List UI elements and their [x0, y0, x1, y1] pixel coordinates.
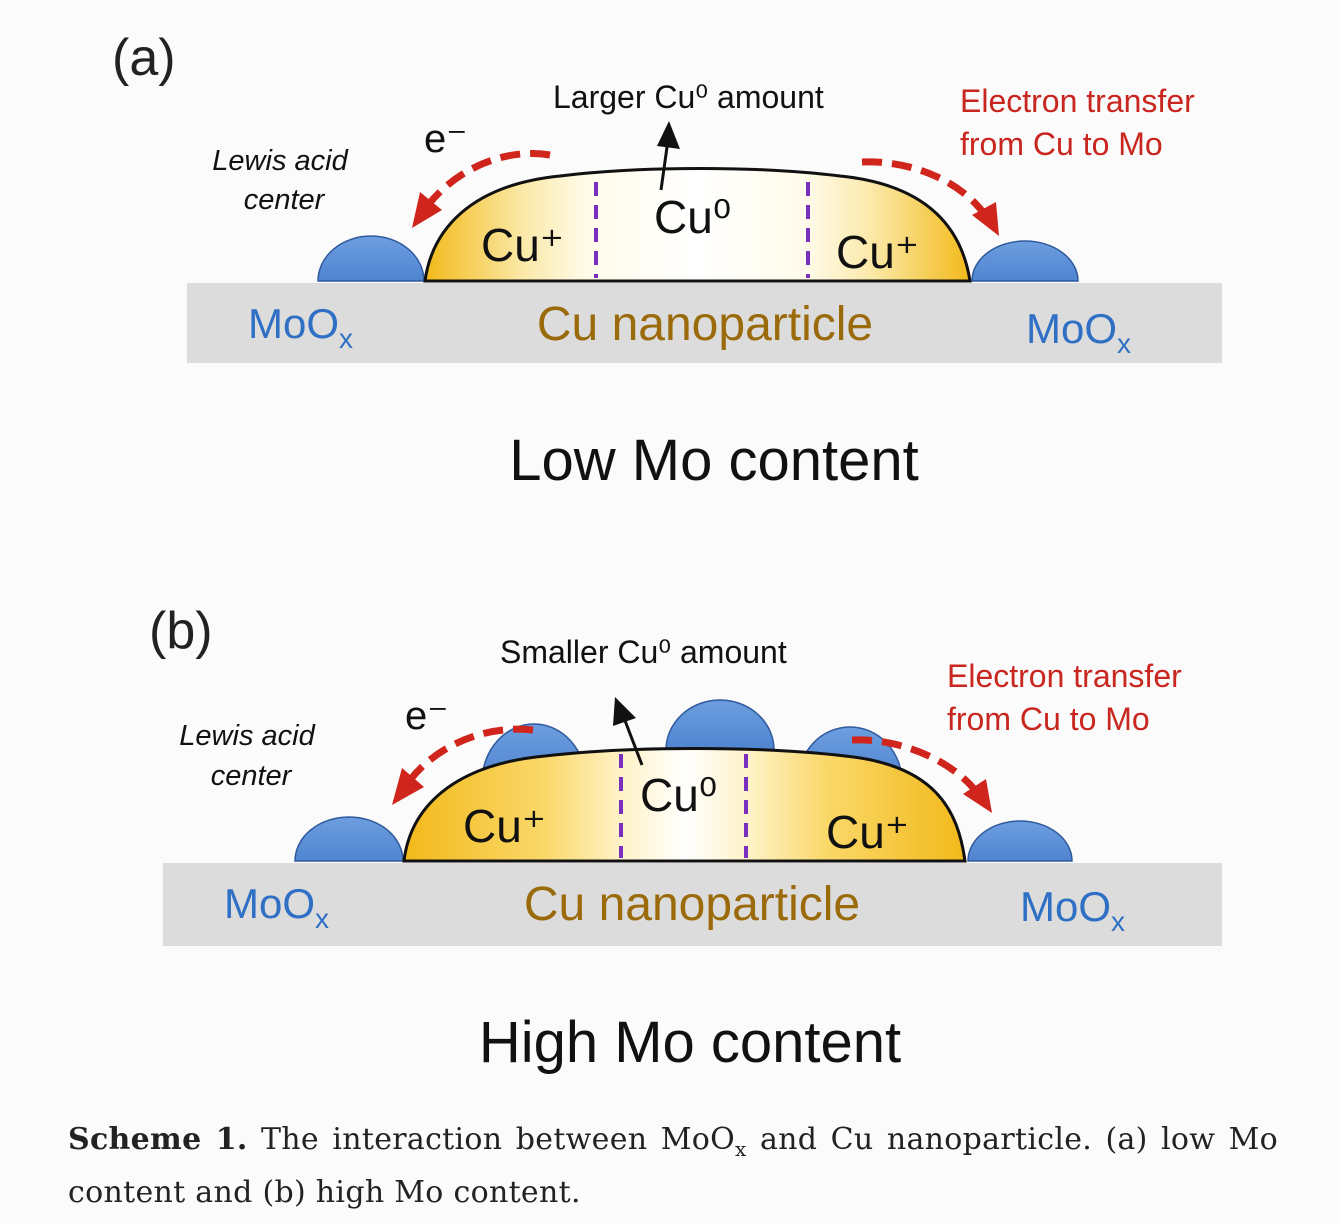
- electron-arrow-a-left: [425, 149, 551, 208]
- lewis-label-b-1: Lewis acid: [179, 720, 315, 752]
- cu-dome-a: [423, 167, 972, 283]
- electron-arrow-b-left-head: [392, 768, 424, 805]
- moox-label-b-right: MoOx: [1020, 883, 1125, 937]
- lewis-label-b-2: center: [211, 760, 293, 792]
- transfer-label-a-1: Electron transfer: [960, 83, 1195, 119]
- content-label-b: High Mo content: [479, 1010, 901, 1075]
- support-bar-a: [187, 283, 1222, 363]
- electron-arrow-b-left: [407, 725, 534, 783]
- cu-plus-label-a-right: Cu⁺: [836, 226, 919, 278]
- content-label-a: Low Mo content: [509, 428, 918, 493]
- electron-label-a: e⁻: [424, 117, 467, 161]
- caption-text-2: and Cu nanoparticle. (a) low Mo content …: [68, 1122, 1278, 1210]
- panel-a-label: (a): [112, 29, 176, 87]
- up-arrow-b: [622, 717, 644, 766]
- up-arrow-a: [659, 139, 670, 191]
- moox-label-b-left: MoOx: [224, 880, 329, 934]
- cu-dome-b: [402, 747, 967, 863]
- moox-label-a-left: MoOx: [248, 300, 353, 354]
- transfer-label-b-1: Electron transfer: [947, 658, 1182, 694]
- figure-caption: Scheme 1. The interaction between MoOx a…: [68, 1118, 1278, 1215]
- cu-zero-label-b: Cu⁰: [640, 769, 717, 821]
- moox-particle-b-right: [967, 820, 1073, 862]
- support-label-b: Cu nanoparticle: [524, 878, 860, 931]
- electron-arrow-b-right: [851, 736, 978, 793]
- panel-b-label: (b): [149, 602, 213, 660]
- up-arrow-a-head: [657, 121, 680, 149]
- caption-text-1: The interaction between MoO: [247, 1122, 736, 1157]
- moox-particle-b-left: [294, 816, 404, 862]
- cu-plus-label-b-right: Cu⁺: [826, 806, 909, 858]
- lewis-label-a-1: Lewis acid: [212, 145, 348, 177]
- moox-particle-a-left: [317, 235, 425, 282]
- transfer-label-a-2: from Cu to Mo: [960, 126, 1163, 162]
- transfer-label-b-2: from Cu to Mo: [947, 701, 1150, 737]
- top-label-b: Smaller Cu⁰ amount: [500, 634, 787, 670]
- cu-plus-label-b-left: Cu⁺: [463, 800, 546, 852]
- lewis-label-a-2: center: [244, 184, 326, 216]
- support-bar-b: [163, 863, 1222, 946]
- cu-zero-label-a: Cu⁰: [654, 191, 731, 243]
- moox-particle-a-right: [971, 240, 1079, 282]
- caption-sub: x: [735, 1137, 747, 1161]
- moox-label-a-right: MoOx: [1026, 305, 1131, 359]
- up-arrow-b-head: [613, 697, 636, 726]
- moox-particle-b-top-center: [665, 699, 775, 751]
- electron-arrow-a-left-head: [412, 192, 442, 228]
- electron-arrow-b-right-head: [963, 779, 992, 813]
- electron-label-b: e⁻: [405, 694, 448, 738]
- cu-plus-label-a-left: Cu⁺: [481, 219, 564, 271]
- panel-a: (a) Larger Cu⁰ amount Lewis acid center …: [112, 29, 1222, 493]
- panel-b: (b) Smaller Cu⁰ amount Lewis acid center…: [149, 602, 1222, 1075]
- top-label-a: Larger Cu⁰ amount: [553, 79, 824, 115]
- electron-arrow-a-right: [861, 158, 988, 218]
- electron-arrow-a-right-head: [972, 202, 999, 236]
- support-label-a: Cu nanoparticle: [537, 298, 873, 351]
- caption-label: Scheme 1.: [68, 1122, 248, 1157]
